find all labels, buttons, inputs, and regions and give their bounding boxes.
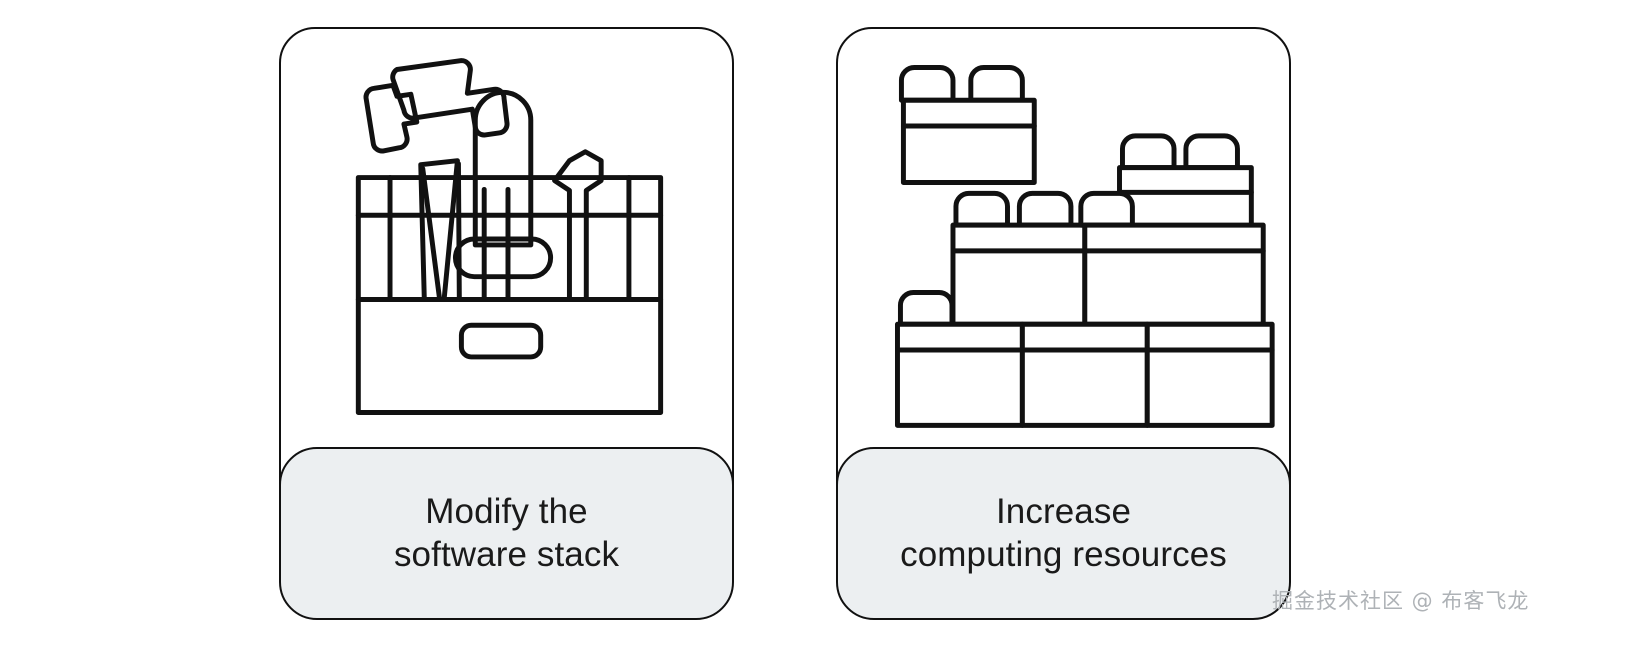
lego-brick-middle-right [1078, 190, 1266, 327]
label-pill-increase-computing-resources[interactable]: Increase computing resources [836, 447, 1291, 620]
lego-bricks-stack-icon [838, 29, 1289, 449]
label-pill-modify-software-stack[interactable]: Modify the software stack [279, 447, 734, 620]
screwdriver-icon [452, 89, 554, 386]
label-text-increase-computing-resources: Increase computing resources [900, 491, 1227, 574]
toolbox-body-icon [355, 296, 664, 415]
lego-brick-2stud-top [898, 65, 1037, 185]
lego-brick-middle-left [950, 190, 1088, 327]
lego-brick-2stud-upper-right [1117, 133, 1254, 270]
watermark: 掘金技术社区 @ 布客飞龙 [1272, 589, 1530, 613]
hammer-icon [363, 58, 510, 318]
toolbox-with-tools-icon [281, 29, 732, 449]
toolbox-tray-icon [355, 175, 664, 302]
wrench-icon [552, 149, 604, 386]
lego-brick-bottom-row [894, 290, 1275, 428]
label-text-modify-software-stack: Modify the software stack [393, 491, 620, 574]
